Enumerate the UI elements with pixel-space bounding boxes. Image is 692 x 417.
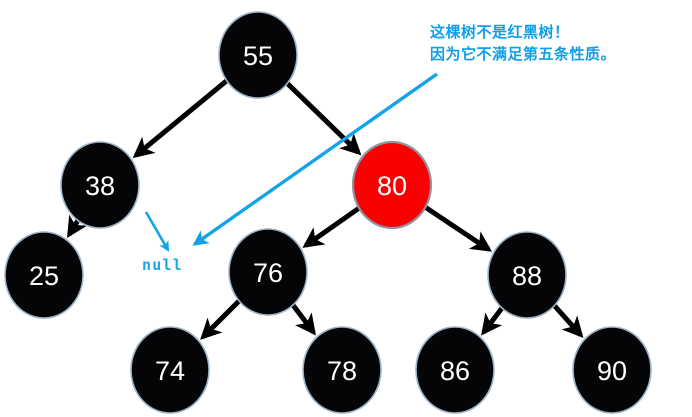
node-label-78: 78 — [327, 356, 357, 386]
annotation-arrow-layer — [144, 72, 438, 252]
annotation-line-2: 因为它不满足第五条性质。 — [430, 44, 617, 63]
node-circle-25 — [4, 231, 84, 319]
node-label-76: 76 — [253, 258, 283, 288]
tree-edge-88-86 — [481, 305, 505, 336]
tree-node-38[interactable]: 38 — [60, 141, 140, 229]
node-circle-76 — [228, 228, 308, 316]
tree-node-86[interactable]: 86 — [415, 326, 495, 414]
node-label-88: 88 — [512, 261, 542, 291]
tree-edge-88-90 — [551, 303, 584, 339]
node-label-80: 80 — [377, 171, 407, 201]
node38-to-null-arrow — [144, 211, 170, 252]
node-circle-86 — [415, 326, 495, 414]
text-to-tree-arrow — [192, 72, 438, 246]
node-circle-80 — [351, 140, 433, 230]
annotation-line-1: 这棵树不是红黑树！ — [430, 23, 570, 41]
node-circle-74 — [130, 326, 210, 414]
tree-node-76[interactable]: 76 — [228, 228, 308, 316]
null-label: null — [142, 256, 183, 274]
node-label-55: 55 — [243, 41, 273, 71]
annotation-note: 这棵树不是红黑树！ 因为它不满足第五条性质。 — [430, 22, 692, 66]
tree-edge-80-76 — [302, 205, 362, 248]
edge-layer — [67, 78, 584, 340]
tree-node-74[interactable]: 74 — [130, 326, 210, 414]
node-circle-90 — [572, 326, 652, 414]
node-label-25: 25 — [29, 261, 59, 291]
node-circle-38 — [60, 141, 140, 229]
node-circle-55 — [218, 11, 298, 99]
tree-edge-38-25 — [67, 214, 88, 239]
node-label-74: 74 — [155, 356, 185, 386]
tree-node-88[interactable]: 88 — [487, 231, 567, 319]
tree-edge-80-88 — [423, 204, 493, 252]
tree-edge-55-38 — [132, 78, 230, 159]
tree-edge-55-80 — [284, 80, 362, 156]
tree-node-78[interactable]: 78 — [302, 326, 382, 414]
tree-edge-76-74 — [200, 298, 242, 340]
tree-node-55[interactable]: 55 — [218, 11, 298, 99]
node-circle-78 — [302, 326, 382, 414]
tree-node-25[interactable]: 25 — [4, 231, 84, 319]
tree-node-90[interactable]: 90 — [572, 326, 652, 414]
node-layer: 55 38 80 25 76 88 74 78 86 90 — [4, 11, 652, 414]
tree-node-80[interactable]: 80 — [351, 140, 433, 230]
node-label-38: 38 — [85, 171, 115, 201]
node-label-90: 90 — [597, 356, 627, 386]
node-label-86: 86 — [440, 356, 470, 386]
node-circle-88 — [487, 231, 567, 319]
tree-edge-76-78 — [290, 302, 316, 336]
